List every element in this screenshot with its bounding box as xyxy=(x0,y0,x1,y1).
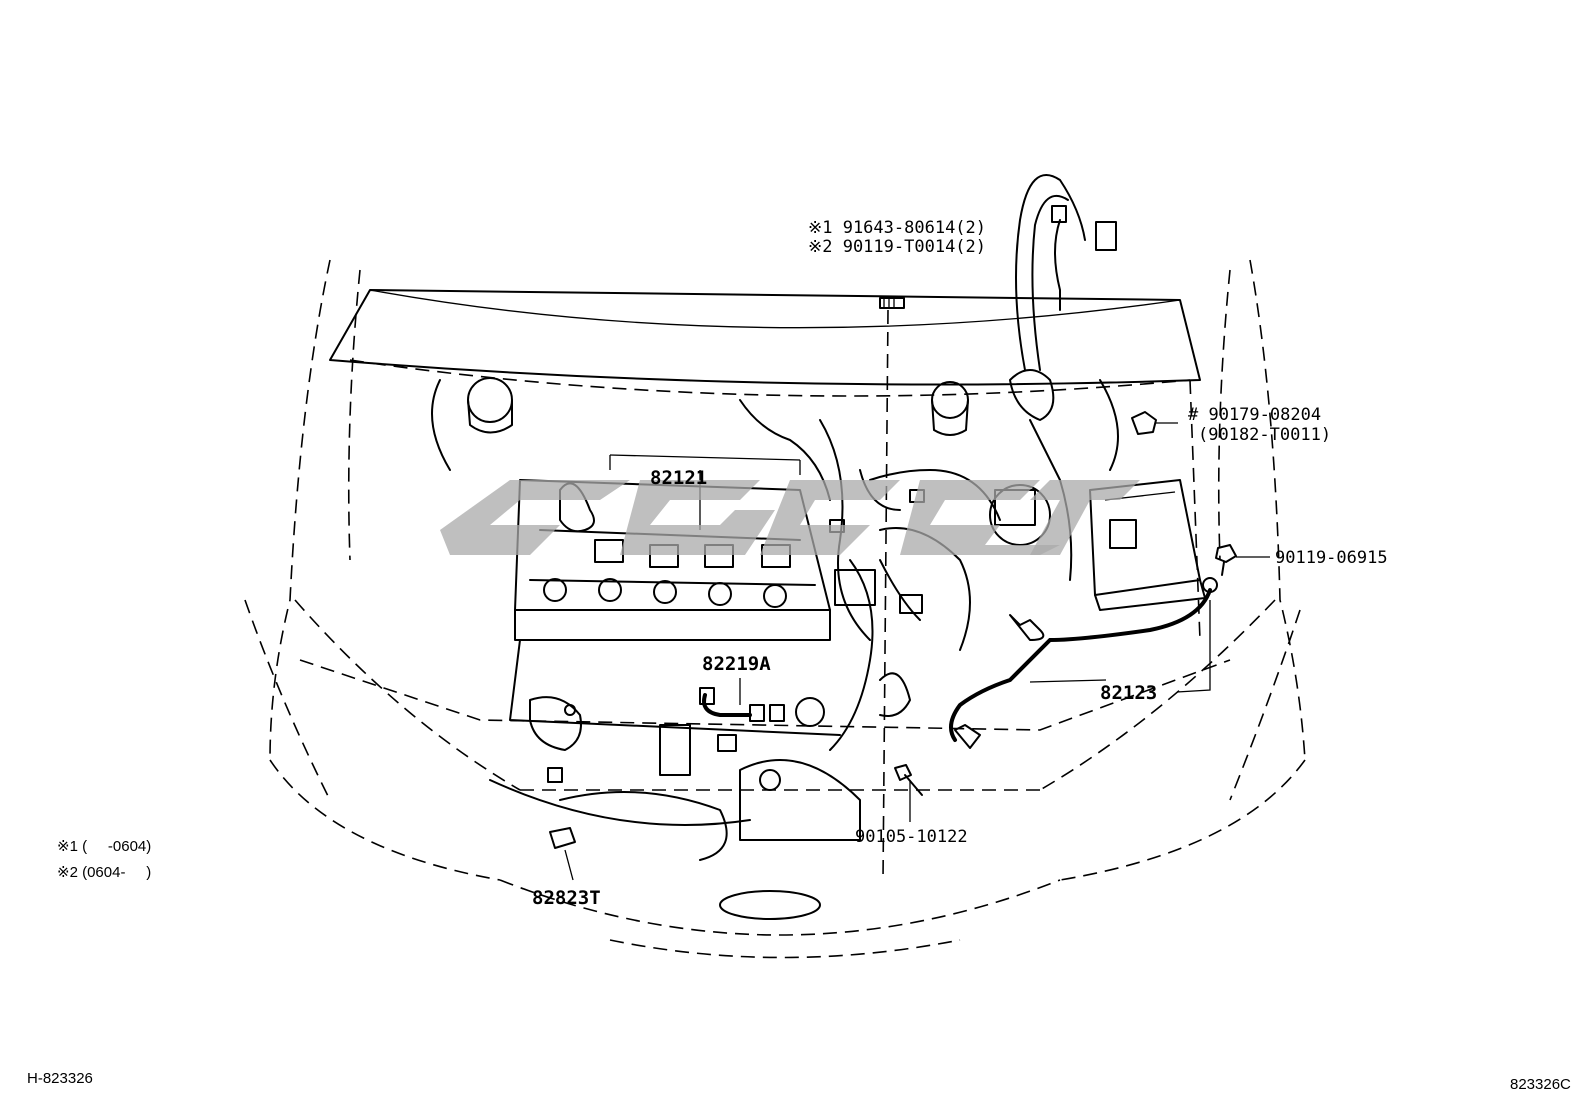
callout-connector-82823t: 82823T xyxy=(532,887,601,909)
engine-harness-lines xyxy=(739,399,1051,751)
bolt-icon-lower xyxy=(894,764,923,796)
callout-bolt-battery: 90119-06915 xyxy=(1275,548,1388,568)
legend-note-1: ※1 ( -0604) xyxy=(57,838,151,855)
watermark xyxy=(440,480,1140,555)
callout-bolt-lower: 90105-10122 xyxy=(855,827,968,847)
left-strut-tower xyxy=(431,377,513,471)
radiator-area xyxy=(489,696,861,920)
diagram-code-left: H-823326 xyxy=(27,1070,93,1087)
bolt-icon-battery xyxy=(1215,544,1237,576)
diagram-code-right: 823326C xyxy=(1510,1076,1571,1093)
engine-block xyxy=(509,454,841,736)
vehicle-body-outline xyxy=(244,259,1306,959)
cowl-panel xyxy=(329,289,1201,397)
engine-harness-82219A xyxy=(699,687,825,752)
callout-nut-right-2: (90182-T0011) xyxy=(1198,425,1331,445)
callout-bolt-top-2: ※2 90119-T0014(2) xyxy=(808,237,986,257)
right-strut-tower xyxy=(931,379,1119,471)
connector-icon-lower xyxy=(549,827,576,849)
callout-harness-82219a: 82219A xyxy=(702,653,771,675)
legend-note-2: ※2 (0604- ) xyxy=(57,864,151,881)
callout-harness-82121: 82121 xyxy=(650,467,707,489)
callout-cable-82123: 82123 xyxy=(1100,682,1157,704)
callout-nut-right-1: # 90179-08204 xyxy=(1188,405,1321,425)
callout-bolt-top-1: ※1 91643-80614(2) xyxy=(808,218,986,238)
bolt-icon-top xyxy=(879,297,905,881)
nut-icon-right xyxy=(1131,411,1157,435)
battery-cable-82123 xyxy=(949,577,1218,749)
